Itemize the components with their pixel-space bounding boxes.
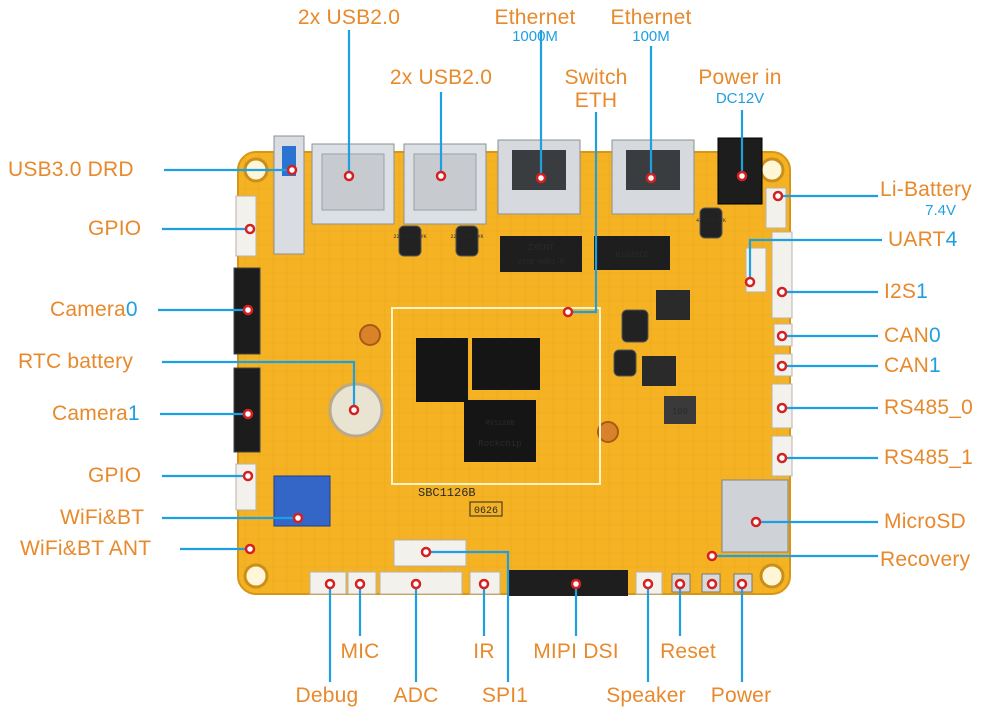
label-usb2-mid: 2x USB2.0 — [389, 66, 493, 89]
label-ethernet-2-speed: 100M — [632, 28, 670, 45]
label-uart-index: 4 — [945, 228, 958, 251]
label-can0-index: 0 — [928, 324, 941, 347]
soc-chip — [464, 400, 536, 462]
label-i2s-name: I2S — [884, 280, 917, 303]
label-can0-name: CAN — [884, 324, 929, 347]
label-ethernet-1-speed: 1000M — [512, 28, 558, 45]
label-speaker: Speaker — [606, 684, 686, 707]
label-debug: Debug — [295, 684, 359, 707]
label-camera1-index: 1 — [127, 402, 140, 425]
label-mipi: MIPI DSI — [533, 640, 619, 663]
switch-chip-text-2: ZXGE-04D1-R — [518, 259, 565, 267]
label-ir: IR — [473, 640, 495, 663]
label-switch-2: ETH — [574, 89, 618, 112]
label-camera0-name: Camera — [50, 298, 126, 321]
label-li-battery: Li-Battery — [880, 178, 972, 201]
inductor-2-text: 4R7 — [651, 368, 667, 378]
microsd-slot — [721, 479, 789, 553]
core-module-outline — [391, 307, 601, 485]
capacitors: 220 10V 5YK 220 10V 5YK 47 25V 5YK — [393, 207, 726, 377]
soc-model-text: RV1126B — [485, 420, 514, 428]
label-can1-index: 1 — [928, 354, 941, 377]
label-power-in: Power in — [698, 66, 782, 89]
label-ethernet-2: Ethernet — [610, 6, 692, 29]
label-can1: CAN1 — [884, 354, 941, 378]
cap-3-text: 47 25V 5YK — [696, 218, 726, 224]
usb-stack-2 — [403, 143, 487, 225]
soc-brand-text: Rockchip — [478, 439, 521, 449]
phy-chip — [594, 236, 670, 270]
leader-lines — [158, 30, 882, 682]
label-mic: MIC — [340, 640, 380, 663]
label-gpio-top: GPIO — [88, 217, 142, 240]
memory-chip — [416, 338, 468, 402]
label-camera0: Camera0 — [50, 298, 138, 322]
label-power: Power — [710, 684, 772, 707]
switch-chip-text-1: ZXCNT — [527, 243, 555, 253]
label-i2s1: I2S1 — [884, 280, 928, 304]
label-gpio-bottom: GPIO — [88, 464, 142, 487]
dc-jack — [717, 137, 763, 205]
inductor-3-text: 100 — [672, 407, 688, 417]
label-rs485-0: RS485_0 — [884, 396, 973, 419]
usb-stack-1 — [311, 143, 395, 225]
label-wifi: WiFi&BT — [60, 506, 145, 529]
label-camera1: Camera1 — [52, 402, 140, 426]
emmc-chip — [472, 338, 540, 390]
label-reset: Reset — [660, 640, 716, 663]
label-usb2-top: 2x USB2.0 — [297, 6, 401, 29]
label-i2s-index: 1 — [916, 280, 929, 303]
inductor-1-text: 4R7 — [665, 302, 681, 312]
label-usb3: USB3.0 DRD — [8, 158, 134, 181]
switch-chip — [500, 236, 582, 272]
board-code-box — [469, 501, 503, 517]
label-rs485-1: RS485_1 — [884, 446, 973, 469]
cap-2-text: 220 10V 5YK — [450, 234, 483, 240]
label-power-spec: DC12V — [715, 90, 765, 107]
label-camera1-name: Camera — [52, 402, 128, 425]
usb3-connector — [273, 135, 305, 255]
label-can0: CAN0 — [884, 324, 941, 348]
label-spi1: SPI1 — [481, 684, 529, 707]
label-switch-1: Switch — [564, 66, 628, 89]
mipi-header — [508, 570, 628, 596]
marker-dots — [242, 164, 788, 590]
label-recovery: Recovery — [880, 548, 971, 571]
label-ethernet-1: Ethernet — [494, 6, 576, 29]
label-rtc: RTC battery — [18, 350, 134, 373]
label-camera0-index: 0 — [125, 298, 138, 321]
label-can1-name: CAN — [884, 354, 929, 377]
board-name-text: SBC1126B — [418, 486, 476, 500]
label-adc: ADC — [393, 684, 439, 707]
label-uart-name: UART — [888, 228, 946, 251]
label-microsd: MicroSD — [884, 510, 966, 533]
label-wifi-ant: WiFi&BT ANT — [20, 537, 152, 560]
cap-1-text: 220 10V 5YK — [393, 234, 426, 240]
phy-chip-text: H1601CG — [615, 251, 649, 260]
board-code-text: 0626 — [474, 506, 498, 517]
label-li-battery-spec: 7.4V — [925, 202, 956, 219]
inductors: 4R7 4R7 100 — [642, 290, 696, 424]
label-uart4: UART4 — [888, 228, 957, 252]
